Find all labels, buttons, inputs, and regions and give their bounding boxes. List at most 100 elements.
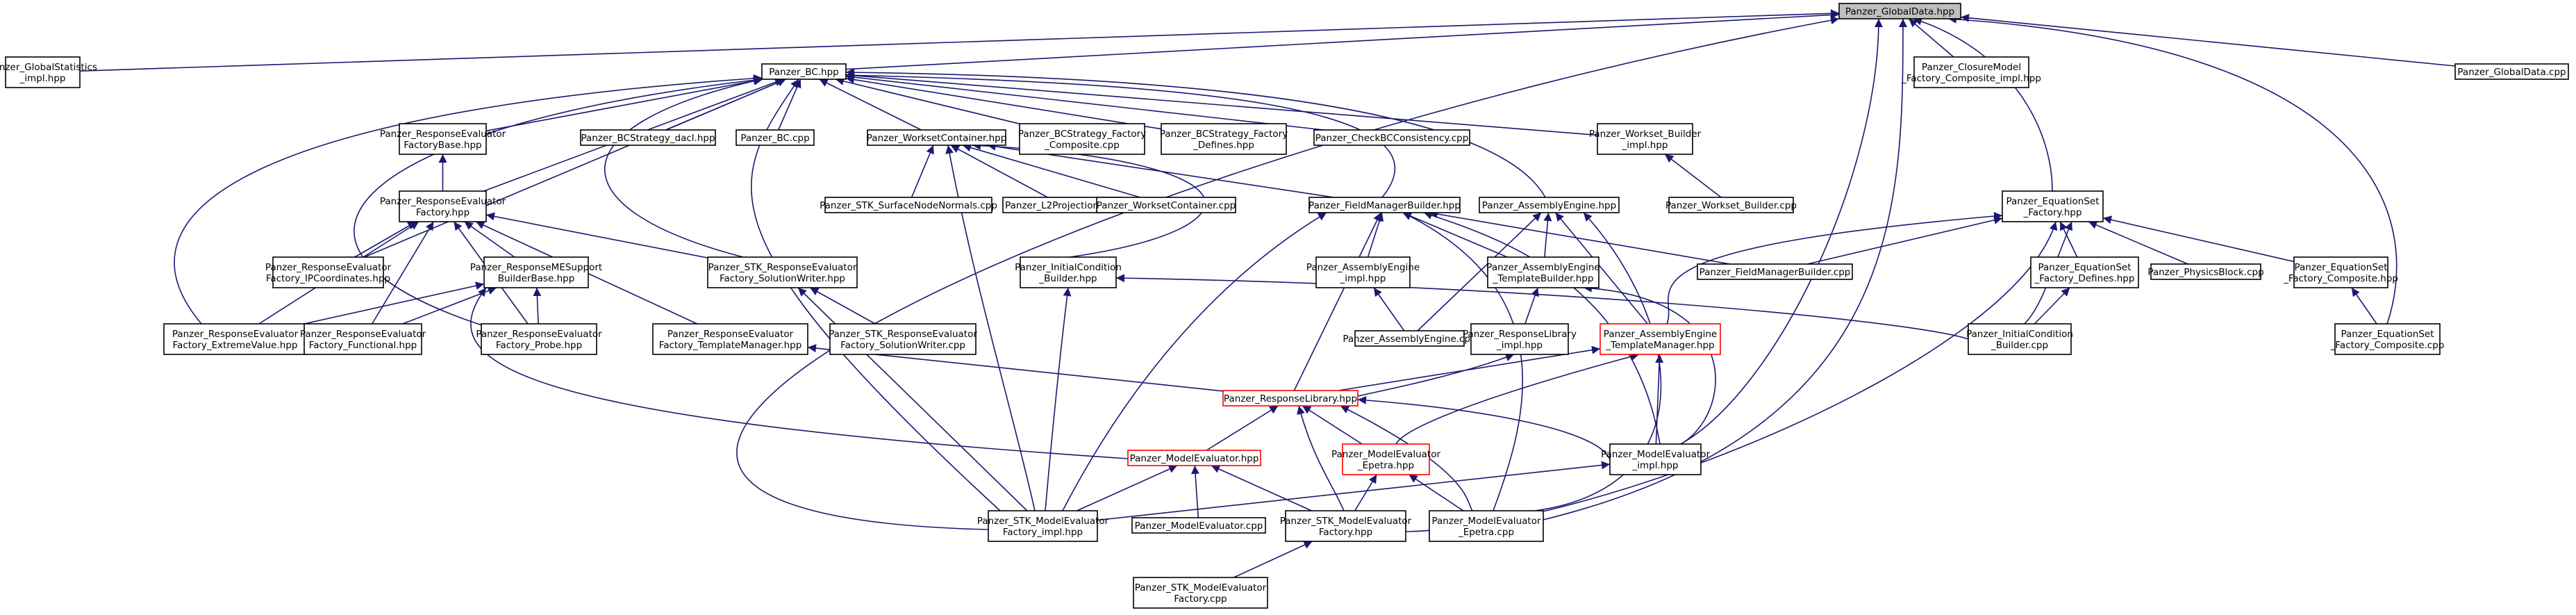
node-eqsetdefs[interactable]: Panzer_EquationSet_Factory_Defines.hpp bbox=[2030, 256, 2139, 288]
node-label: Panzer_EquationSet bbox=[2006, 196, 2099, 207]
node-box bbox=[736, 129, 815, 146]
node-revalext[interactable]: Panzer_ResponseEvaluatorFactory_ExtremeV… bbox=[163, 323, 307, 355]
node-box bbox=[1668, 197, 1794, 213]
include-edge bbox=[819, 79, 922, 131]
include-edge bbox=[845, 10, 1840, 70]
node-stkrespsw[interactable]: Panzer_STK_ResponseEvaluatorFactory_Solu… bbox=[707, 256, 858, 288]
node-mecpp[interactable]: Panzer_ModelEvaluator.cpp bbox=[1131, 517, 1266, 534]
node-box bbox=[1599, 323, 1721, 355]
node-revalipc[interactable]: Panzer_ResponseEvaluatorFactory_IPCoordi… bbox=[265, 256, 392, 288]
node-label: Panzer_BCStrategy_dacl.hpp bbox=[581, 133, 715, 144]
node-revalfunc[interactable]: Panzer_ResponseEvaluatorFactory_Function… bbox=[300, 323, 426, 355]
node-globalstats[interactable]: Panzer_GlobalStatistics_impl.hpp bbox=[0, 56, 97, 88]
node-bcdacl[interactable]: Panzer_BCStrategy_dacl.hpp bbox=[580, 129, 716, 146]
node-label: _impl.hpp bbox=[1340, 273, 1386, 284]
node-globaldata[interactable]: Panzer_GlobalData.hpp bbox=[1838, 3, 1961, 19]
node-box bbox=[652, 323, 808, 355]
node-meimpl[interactable]: Panzer_ModelEvaluator_impl.hpp bbox=[1601, 443, 1711, 475]
node-globaldatacpp[interactable]: Panzer_GlobalData.cpp bbox=[2454, 63, 2569, 80]
node-label: Panzer_STK_ModelEvaluator bbox=[977, 516, 1109, 527]
node-aeimpl[interactable]: Panzer_AssemblyEngine_impl.hpp bbox=[1306, 256, 1420, 288]
node-aecpp[interactable]: Panzer_AssemblyEngine.cpp bbox=[1343, 330, 1477, 347]
node-fmbcpp[interactable]: Panzer_FieldManagerBuilder.cpp bbox=[1697, 263, 1853, 280]
node-eqset[interactable]: Panzer_EquationSet_Factory.hpp bbox=[2002, 190, 2104, 222]
node-eqsetcompcpp[interactable]: Panzer_EquationSet_Factory_Composite.cpp bbox=[2330, 323, 2445, 355]
node-label: Panzer_ResponseEvaluator bbox=[172, 329, 299, 340]
node-aetm[interactable]: Panzer_AssemblyEngine_TemplateManager.hp… bbox=[1599, 323, 1721, 355]
node-revalprobe[interactable]: Panzer_ResponseEvaluatorFactory_Probe.hp… bbox=[476, 323, 602, 355]
node-resplib[interactable]: Panzer_ResponseLibrary.hpp bbox=[1222, 390, 1358, 407]
node-label: Panzer_AssemblyEngine bbox=[1604, 329, 1717, 340]
node-worksetcontainercpp[interactable]: Panzer_WorksetContainer.cpp bbox=[1096, 197, 1236, 213]
node-l2proj[interactable]: Panzer_L2Projection.cpp bbox=[1002, 197, 1122, 213]
include-edge bbox=[485, 212, 708, 259]
node-checkbc[interactable]: Panzer_CheckBCConsistency.cpp bbox=[1313, 129, 1470, 146]
node-box bbox=[1354, 330, 1465, 347]
node-label: Panzer_ResponseEvaluator bbox=[667, 329, 794, 340]
node-label: Factory_Probe.hpp bbox=[496, 340, 582, 351]
node-label: Panzer_ModelEvaluator bbox=[1601, 449, 1711, 460]
node-box bbox=[2002, 190, 2104, 222]
include-edge bbox=[354, 76, 763, 327]
include-edge bbox=[2351, 287, 2377, 325]
node-assemblyengine[interactable]: Panzer_AssemblyEngine.hpp bbox=[1479, 197, 1620, 213]
node-label: _Epetra.cpp bbox=[1458, 527, 1514, 538]
node-stksurf[interactable]: Panzer_STK_SurfaceNodeNormals.cpp bbox=[820, 197, 997, 213]
node-box bbox=[1838, 3, 1961, 19]
node-box bbox=[2150, 263, 2261, 280]
include-edge bbox=[604, 76, 763, 258]
include-edge bbox=[1097, 461, 1611, 521]
node-label: Panzer_ModelEvaluator.hpp bbox=[1130, 453, 1259, 464]
node-worksetcontainer[interactable]: Panzer_WorksetContainer.hpp bbox=[867, 129, 1007, 146]
node-meepetra[interactable]: Panzer_ModelEvaluator_Epetra.hpp bbox=[1331, 443, 1441, 475]
node-box bbox=[1019, 123, 1145, 155]
node-resplibimpl[interactable]: Panzer_ResponseLibrary_impl.hpp bbox=[1463, 323, 1577, 355]
node-worksetbuildercpp[interactable]: Panzer_Workset_Builder.cpp bbox=[1665, 197, 1797, 213]
node-fmb[interactable]: Panzer_FieldManagerBuilder.hpp bbox=[1308, 197, 1461, 213]
include-edge bbox=[2102, 215, 2295, 263]
node-box bbox=[2293, 256, 2388, 288]
node-revaltm[interactable]: Panzer_ResponseEvaluatorFactory_Template… bbox=[652, 323, 808, 355]
include-edge bbox=[1357, 353, 1515, 397]
node-closuremodel[interactable]: Panzer_ClosureModel_Factory_Composite_im… bbox=[1901, 56, 2041, 88]
node-physblock[interactable]: Panzer_PhysicsBlock.cpp bbox=[2147, 263, 2264, 280]
node-worksetbuilderimpl[interactable]: Panzer_Workset_Builder_impl.hpp bbox=[1589, 123, 1702, 155]
node-box bbox=[1096, 197, 1236, 213]
node-label: BuilderBase.hpp bbox=[498, 273, 575, 284]
node-box bbox=[1609, 443, 1702, 475]
node-box bbox=[1315, 256, 1411, 288]
node-label: Panzer_ModelEvaluator.cpp bbox=[1135, 520, 1263, 532]
node-aetb[interactable]: Panzer_AssemblyEngine_TemplateBuilder.hp… bbox=[1486, 256, 1600, 288]
node-stkmefimpl[interactable]: Panzer_STK_ModelEvaluatorFactory_impl.hp… bbox=[977, 510, 1109, 542]
node-meepetracpp[interactable]: Panzer_ModelEvaluator_Epetra.cpp bbox=[1429, 510, 1544, 542]
node-bcfactcomp[interactable]: Panzer_BCStrategy_Factory_Composite.cpp bbox=[1018, 123, 1146, 155]
node-label: Panzer_BC.cpp bbox=[740, 133, 809, 144]
node-me[interactable]: Panzer_ModelEvaluator.hpp bbox=[1127, 450, 1261, 466]
node-stkrespswcpp[interactable]: Panzer_STK_ResponseEvaluatorFactory_Solu… bbox=[829, 323, 977, 355]
node-label: Factory.hpp bbox=[1319, 527, 1372, 538]
node-initcondcpp[interactable]: Panzer_InitialCondition_Builder.cpp bbox=[1966, 323, 2073, 355]
node-bccpp[interactable]: Panzer_BC.cpp bbox=[736, 129, 815, 146]
node-label: Panzer_EquationSet bbox=[2038, 262, 2131, 273]
node-label: Panzer_ModelEvaluator bbox=[1331, 449, 1441, 460]
node-bc[interactable]: Panzer_BC.hpp bbox=[761, 63, 847, 80]
node-label: Factory.cpp bbox=[1174, 593, 1227, 605]
include-edge bbox=[464, 221, 515, 258]
node-box bbox=[988, 510, 1098, 542]
node-box bbox=[1222, 390, 1358, 407]
node-eqsetcomp[interactable]: Panzer_EquationSet_Factory_Composite.hpp bbox=[2283, 256, 2398, 288]
include-edge bbox=[1297, 405, 1345, 511]
include-edge bbox=[533, 287, 542, 325]
node-bcfactdefs[interactable]: Panzer_BCStrategy_Factory_Defines.hpp bbox=[1160, 123, 1288, 155]
node-label: _Factory.hpp bbox=[2022, 207, 2081, 218]
node-initcond[interactable]: Panzer_InitialCondition_Builder.hpp bbox=[1015, 256, 1122, 288]
node-label: _TemplateBuilder.hpp bbox=[1493, 273, 1594, 284]
include-edge bbox=[1206, 405, 1279, 451]
node-box bbox=[481, 323, 597, 355]
